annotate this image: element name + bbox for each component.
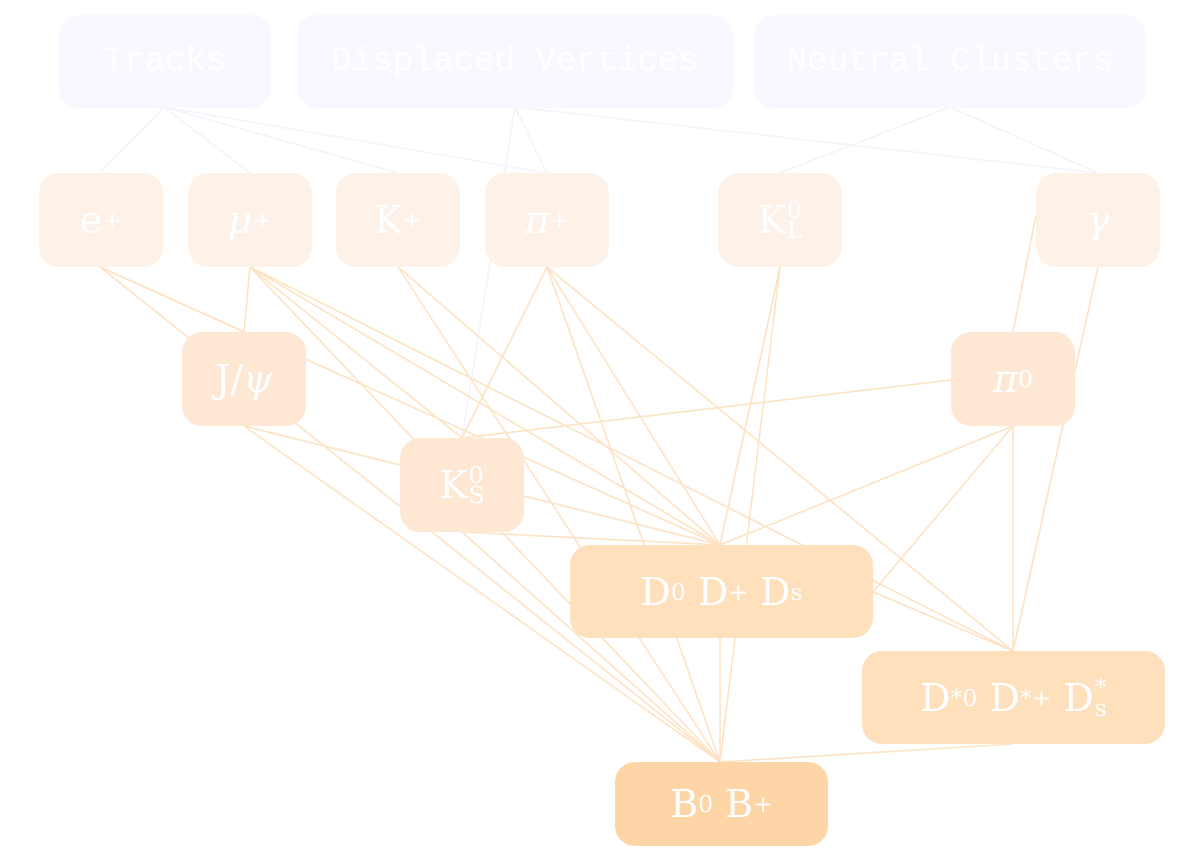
node-kaon-charged: K+ — [336, 173, 460, 267]
particle-symbol: π — [524, 198, 550, 242]
edge-jpsi-to-b — [243, 425, 721, 763]
edge-tracks-to-mu — [163, 106, 251, 174]
edge-neutral-to-kl — [779, 106, 951, 174]
particle-symbol: K — [439, 463, 468, 507]
node-photon: γ — [1036, 173, 1160, 267]
dstar0-symbol: D — [920, 675, 951, 720]
bplus-symbol: B — [725, 782, 754, 826]
node-pion-charged: π+ — [485, 173, 609, 267]
particle-symbol: μ — [227, 198, 253, 242]
edge-mu-to-d — [249, 266, 721, 546]
edge-kl-to-d — [719, 266, 781, 546]
d0-symbol: D — [640, 569, 671, 614]
edge-pi-to-ks — [461, 266, 548, 439]
node-label: Neutral Clusters — [786, 42, 1114, 81]
edge-tracks-to-pi — [163, 106, 548, 174]
edge-e-to-d — [99, 266, 721, 546]
particle-symbol: π — [993, 357, 1018, 401]
edge-mu-to-dstar — [249, 266, 1014, 652]
edge-gamma-to-dstar — [1012, 266, 1099, 652]
edge-dstar-to-b — [719, 743, 1014, 763]
edge-mu-to-ks — [249, 266, 463, 439]
edge-displaced-to-pi — [514, 106, 548, 174]
particle-symbol: K — [373, 198, 403, 242]
edge-gamma-to-pi0 — [1012, 214, 1037, 333]
particle-symbol: γ — [1086, 198, 1110, 242]
edge-displaced-to-ks — [461, 106, 516, 439]
edge-pi0-to-d — [719, 425, 1014, 546]
node-jpsi: J/ψ — [182, 332, 306, 426]
dstars-subscript: s — [1094, 693, 1107, 722]
edge-k-to-d — [397, 266, 721, 546]
node-tracks: Tracks — [59, 15, 271, 108]
edge-mu-to-jpsi — [243, 266, 251, 333]
edge-pi-to-dstar — [546, 266, 1014, 652]
b0-symbol: B — [670, 782, 699, 826]
edge-pi-to-d — [546, 266, 721, 546]
node-dstar-mesons: D*0 D*+ D*s — [862, 651, 1165, 744]
edge-pi0-to-ks — [461, 379, 952, 439]
node-displaced-vertices: Displaced Vertices — [297, 15, 733, 108]
edge-ks-to-d — [461, 531, 721, 546]
particle-symbol: J/ — [215, 357, 244, 401]
charge-superscript: 0 — [786, 195, 802, 224]
particle-symbol: e — [79, 198, 103, 242]
edge-tracks-to-k — [163, 106, 399, 174]
node-label: Displaced Vertices — [331, 42, 699, 81]
charge-superscript: 0 — [468, 460, 484, 489]
node-neutral-clusters: Neutral Clusters — [754, 15, 1146, 108]
dstars-superscript: * — [1094, 673, 1107, 702]
type-subscript: S — [468, 481, 485, 509]
ds-symbol: D — [760, 569, 791, 614]
dplus-symbol: D — [697, 569, 729, 614]
edge-kl-to-b — [719, 266, 781, 763]
dstarplus-symbol: D — [989, 675, 1020, 720]
particle-symbol-psi: ψ — [243, 357, 273, 401]
edge-ks-to-b — [461, 531, 721, 763]
edge-pi0-to-d — [872, 425, 1014, 593]
type-subscript: L — [786, 216, 803, 244]
edge-k-to-b — [397, 266, 721, 763]
node-positron: e+ — [39, 173, 163, 267]
node-muon: μ+ — [188, 173, 312, 267]
dstars-symbol: D — [1063, 675, 1094, 720]
edge-neutral-to-gamma — [949, 106, 1099, 174]
edge-tracks-to-e — [99, 106, 165, 174]
particle-symbol: K — [757, 198, 786, 242]
edge-pi-to-b — [546, 266, 721, 763]
edge-displaced-to-gamma — [514, 106, 1099, 174]
node-label: Tracks — [103, 42, 227, 81]
edge-d-to-dstar — [872, 591, 1014, 652]
